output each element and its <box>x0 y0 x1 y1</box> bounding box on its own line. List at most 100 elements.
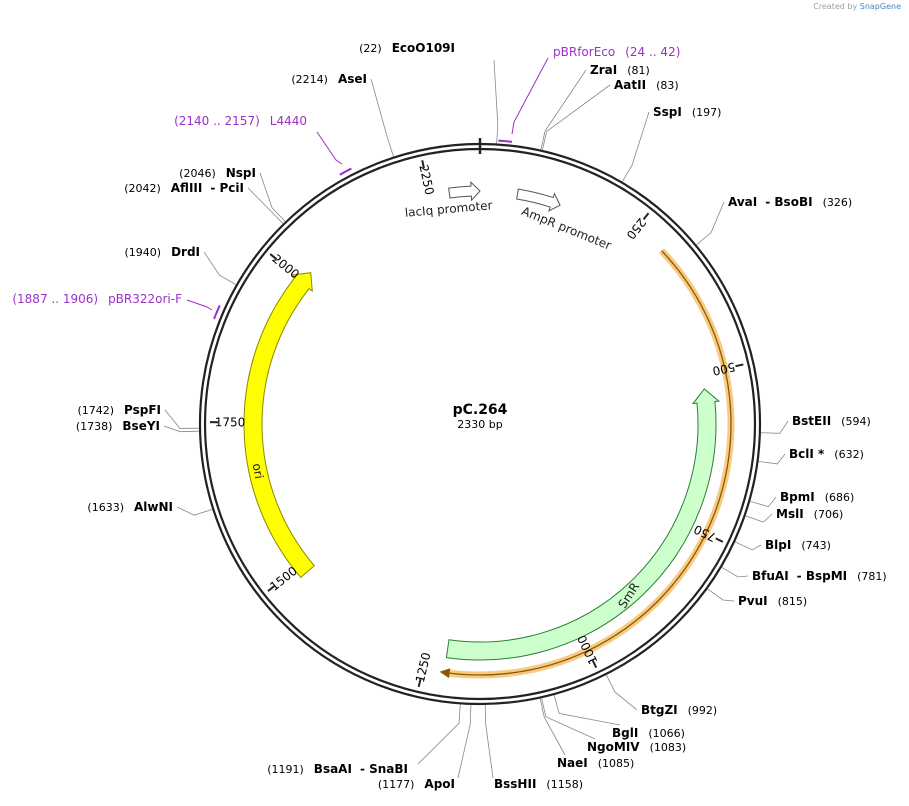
enzyme-label: PvuI(815) <box>738 594 807 608</box>
enzyme-label: (1633) AlwNI <box>87 500 173 514</box>
tick-mark <box>642 212 650 220</box>
enzyme-name: AseI <box>338 72 367 86</box>
enzyme-label-text: (1633) AlwNI <box>87 500 173 514</box>
enzyme-position: (1633) <box>87 501 124 514</box>
enzyme-position: (632) <box>834 448 864 461</box>
primer-range: (1887 .. 1906) <box>12 292 98 306</box>
enzyme-label: SspI (197) <box>653 105 721 119</box>
enzyme-position: (1083) <box>650 741 687 754</box>
enzyme-name-2: - BspMI <box>797 569 847 583</box>
enzyme-name-2: - PciI <box>210 181 244 195</box>
enzyme-label-text: (1940)DrdI <box>124 245 200 259</box>
plasmid-length: 2330 bp <box>457 418 502 431</box>
enzyme-label: BclI *(632) <box>789 447 864 461</box>
primer-label: (2140 .. 2157)L4440 <box>174 114 307 128</box>
enzyme-label: (22)EcoO109I <box>359 41 455 55</box>
enzyme-leader <box>622 111 650 182</box>
enzyme-leader <box>176 506 213 516</box>
enzyme-label-text: (22)EcoO109I <box>359 41 455 55</box>
enzyme-name: PspFI <box>124 403 161 417</box>
watermark-prefix: Created by <box>813 2 858 11</box>
enzyme-label: (1191) BsaAI - SnaBI <box>267 762 408 776</box>
enzyme-name: AlwNI <box>134 500 173 514</box>
enzyme-label-text: PvuI(815) <box>738 594 807 608</box>
enzyme-leader <box>370 78 394 157</box>
primer-name: pBRforEco <box>553 45 615 59</box>
enzyme-name: BsaAI <box>314 762 352 776</box>
enzyme-label: MslI(706) <box>776 507 843 521</box>
enzyme-label: (2042)AflIII- PciI <box>124 181 244 195</box>
enzyme-name: BssHII <box>494 777 536 791</box>
enzyme-leader <box>758 453 786 465</box>
enzyme-position: (197) <box>692 106 722 119</box>
enzyme-label: BpmI(686) <box>780 490 854 504</box>
enzyme-label: NaeI(1085) <box>557 756 634 770</box>
enzyme-label-text: ZraI(81) <box>590 63 650 77</box>
enzyme-label-text: (2042)AflIII- PciI <box>124 181 244 195</box>
enzyme-label: BstEII (594) <box>792 414 871 428</box>
enzyme-leader <box>203 251 237 285</box>
enzyme-leader <box>707 588 735 602</box>
enzyme-name: BstEII <box>792 414 831 428</box>
enzyme-position: (594) <box>841 415 871 428</box>
enzyme-name: NgoMIV <box>587 740 640 754</box>
snapgene-logo: SnapGene <box>859 2 901 11</box>
enzyme-leader <box>247 187 284 224</box>
enzyme-label-text: BglI(1066) <box>612 726 685 740</box>
enzyme-leader <box>750 496 777 508</box>
enzyme-leader <box>539 698 566 756</box>
primer-mark <box>498 139 513 143</box>
tick-mark <box>735 363 744 368</box>
enzyme-label-text: (1191) BsaAI - SnaBI <box>267 762 408 776</box>
enzyme-leader <box>540 69 587 150</box>
tick-label: 500 <box>711 359 736 378</box>
lacIq-promoter-label: lacIq promoter <box>404 198 493 220</box>
enzyme-name: NspI <box>226 166 256 180</box>
enzyme-label: BfuAI- BspMI(781) <box>752 569 887 583</box>
primer-leader <box>186 299 213 311</box>
tick-label: 2250 <box>416 163 436 196</box>
enzyme-label: BssHII(1158) <box>494 777 583 791</box>
enzyme-label: (1177)ApoI <box>378 777 455 791</box>
ori-arrow <box>243 272 316 579</box>
enzyme-name: BfuAI <box>752 569 789 583</box>
enzyme-leader <box>760 420 789 434</box>
enzyme-leader <box>745 513 773 523</box>
enzyme-label: NgoMIV (1083) <box>587 740 686 754</box>
enzyme-label-text: BssHII(1158) <box>494 777 583 791</box>
enzyme-leader <box>493 59 499 144</box>
tick-label: 750 <box>692 522 719 545</box>
tick-mark <box>267 585 275 592</box>
enzyme-label-text: SspI (197) <box>653 105 721 119</box>
enzyme-label-text: AvaI- BsoBI(326) <box>728 195 852 209</box>
enzyme-position: (992) <box>688 704 718 717</box>
enzyme-position: (326) <box>823 196 853 209</box>
enzyme-position: (1191) <box>267 763 304 776</box>
primer-mark <box>339 167 352 176</box>
enzyme-label-text: BpmI(686) <box>780 490 854 504</box>
enzyme-name: MslI <box>776 507 804 521</box>
smr-arrow <box>445 388 721 661</box>
enzyme-name-2: - SnaBI <box>360 762 408 776</box>
tick-mark <box>417 678 422 688</box>
enzyme-label-text: (2046)NspI <box>179 166 256 180</box>
enzyme-name: SspI <box>653 105 682 119</box>
tick-label: 250 <box>623 215 648 242</box>
enzyme-label: (1940)DrdI <box>124 245 200 259</box>
primer-label: pBRforEco(24 .. 42) <box>553 45 680 59</box>
enzyme-name: ApoI <box>424 777 455 791</box>
primer-leader <box>316 131 343 165</box>
primer-range: (2140 .. 2157) <box>174 114 260 128</box>
enzyme-label-text: AatII(83) <box>614 78 679 92</box>
enzyme-label-text: BclI *(632) <box>789 447 864 461</box>
primer-label: (1887 .. 1906)pBR322ori-F <box>12 292 182 306</box>
enzyme-position: (686) <box>825 491 855 504</box>
enzyme-position: (1738) <box>76 420 113 433</box>
enzyme-name: DrdI <box>171 245 200 259</box>
enzyme-leader <box>553 694 621 726</box>
plasmid-name: pC.264 <box>453 402 508 418</box>
enzyme-name: AvaI <box>728 195 757 209</box>
enzyme-leader <box>541 698 596 740</box>
enzyme-label-text: BstEII (594) <box>792 414 871 428</box>
ampR-promoter-label: AmpR promoter <box>520 204 614 253</box>
